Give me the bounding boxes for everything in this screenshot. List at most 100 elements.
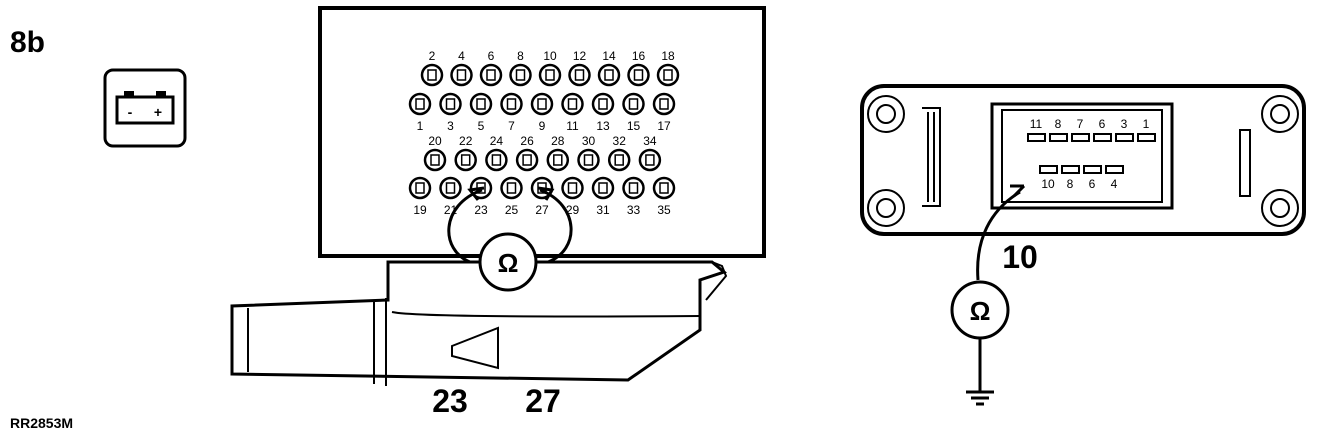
module-pin-label-top: 1 — [1143, 117, 1150, 131]
connector-pin-15: 15 — [622, 92, 645, 133]
connector-pin-24: 24 — [485, 134, 508, 172]
connector-pin-1: 1 — [408, 92, 432, 133]
probe-pin-label-b: 27 — [525, 383, 561, 419]
module-clip-right — [1239, 129, 1251, 197]
connector-pin-30: 30 — [577, 134, 600, 172]
connector-pin-4: 4 — [450, 49, 473, 87]
module-pin-label-top: 8 — [1055, 117, 1062, 131]
pin-number-label: 16 — [632, 49, 646, 63]
module-terminal-top — [1049, 133, 1068, 142]
connector-pin-20: 20 — [423, 134, 447, 172]
connector-pin-16: 16 — [627, 49, 650, 87]
module-pin-label-top: 6 — [1099, 117, 1106, 131]
module-test-pin-label: 10 — [1002, 239, 1038, 275]
module-pin-label-top: 3 — [1121, 117, 1128, 131]
pin-number-label: 35 — [657, 203, 671, 217]
connector-pin-9: 9 — [530, 92, 554, 133]
connector-pin-31: 31 — [591, 176, 615, 217]
battery-plus-label: + — [154, 104, 162, 120]
connector-pin-21: 21 — [439, 176, 462, 217]
module-terminal-bottom — [1061, 165, 1080, 174]
connector-pin-7: 7 — [500, 92, 523, 133]
connector-pin-2: 2 — [420, 49, 444, 87]
module-probe-lead — [976, 190, 1021, 281]
pin-number-label: 6 — [488, 49, 495, 63]
connector-pin-25: 25 — [500, 176, 523, 217]
module-terminal-top — [1027, 133, 1046, 142]
module-terminal-top — [1115, 133, 1134, 142]
pin-number-label: 20 — [428, 134, 442, 148]
pin-number-label: 32 — [613, 134, 627, 148]
battery-minus-label: - — [128, 104, 133, 120]
pin-number-label: 28 — [551, 134, 565, 148]
connector-pin-17: 17 — [652, 92, 676, 133]
pin-number-label: 14 — [602, 49, 616, 63]
battery-disconnect-icon: - + — [103, 68, 187, 148]
pin-number-label: 5 — [478, 119, 485, 133]
pin-number-label: 25 — [505, 203, 519, 217]
connector-body — [230, 260, 728, 382]
module-pin-label-bottom: 6 — [1089, 177, 1096, 191]
probe-lead-left — [447, 188, 483, 264]
figure-label: 8b — [10, 26, 45, 59]
connector-pin-34: 34 — [638, 134, 662, 172]
pin-number-label: 3 — [447, 119, 454, 133]
ohmmeter-glyph-left: Ω — [498, 248, 519, 278]
pin-number-label: 8 — [517, 49, 524, 63]
connector-face — [318, 6, 766, 258]
pin-number-label: 4 — [458, 49, 465, 63]
pin-number-label: 31 — [596, 203, 610, 217]
ohmmeter-glyph-right: Ω — [970, 296, 991, 326]
connector-pin-33: 33 — [622, 176, 645, 217]
module-terminal-top — [1071, 133, 1090, 142]
pin-number-label: 9 — [539, 119, 546, 133]
probe-arrow-right — [537, 186, 555, 201]
pin-number-label: 11 — [566, 119, 579, 133]
pin-number-label: 15 — [627, 119, 641, 133]
pin-number-label: 17 — [657, 119, 671, 133]
connector-pin-5: 5 — [469, 92, 493, 133]
module-terminal-bottom — [1039, 165, 1058, 174]
connector-pin-18: 18 — [656, 49, 680, 87]
connector-pin-8: 8 — [509, 49, 532, 87]
connector-pin-29: 29 — [561, 176, 584, 217]
connector-pin-12: 12 — [568, 49, 591, 87]
module-terminal-bottom — [1105, 165, 1124, 174]
pin-number-label: 12 — [573, 49, 587, 63]
connector-key — [451, 326, 499, 370]
mounting-holes — [867, 95, 1299, 227]
connector-pin-32: 32 — [607, 134, 631, 172]
module-pin-label-bottom: 4 — [1111, 177, 1118, 191]
pin-number-label: 33 — [627, 203, 641, 217]
pin-number-label: 24 — [490, 134, 504, 148]
connector-cable-boot — [231, 298, 387, 386]
connector-pin-10: 10 — [538, 49, 562, 87]
pin-number-label: 19 — [413, 203, 427, 217]
pin-number-label: 26 — [520, 134, 534, 148]
connector-pin-35: 35 — [652, 176, 676, 217]
module-probe-arrow — [1010, 184, 1026, 198]
connector-pin-28: 28 — [546, 134, 570, 172]
probe-arrow-left — [467, 186, 485, 201]
module-socket — [990, 102, 1174, 210]
pin-number-label: 27 — [535, 203, 549, 217]
probe-lead-right — [539, 188, 573, 264]
probe-pin-label-a: 23 — [432, 383, 468, 419]
connector-latch — [705, 261, 728, 301]
connector-pin-11: 11 — [561, 92, 584, 133]
pin-number-label: 34 — [643, 134, 657, 148]
connector-pin-6: 6 — [479, 49, 503, 87]
connector-ridge — [391, 311, 701, 318]
pin-number-label: 13 — [596, 119, 610, 133]
pin-number-label: 23 — [474, 203, 488, 217]
pin-number-label: 7 — [508, 119, 515, 133]
module-pin-label-top: 7 — [1077, 117, 1084, 131]
pin-number-label: 22 — [459, 134, 473, 148]
module-pin-label-bottom: 8 — [1067, 177, 1074, 191]
module-terminal-bottom — [1083, 165, 1102, 174]
ohmmeter-symbol-left — [478, 232, 538, 292]
